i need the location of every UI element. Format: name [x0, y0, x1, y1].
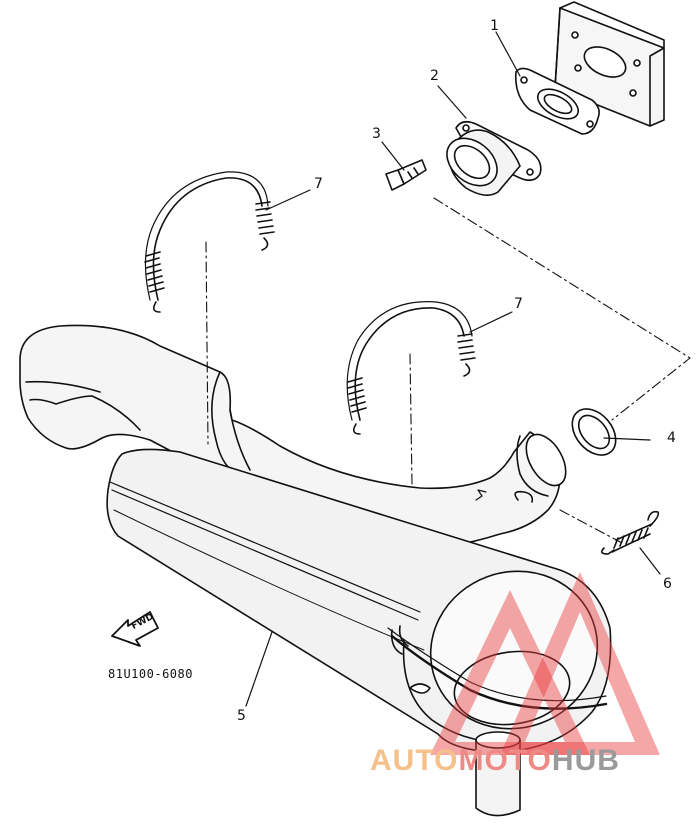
- exhaust-pipe: [19, 324, 567, 551]
- spring-7-upper: [144, 171, 275, 313]
- watermark-logo: [430, 572, 660, 755]
- seal-ring-4: [571, 408, 617, 456]
- watermark-text: AUTOMOTOHUB: [370, 744, 620, 778]
- alignment-lines: [205, 197, 691, 545]
- callout-1: 1: [490, 18, 499, 34]
- callout-6: 6: [663, 576, 672, 592]
- callout-4: 4: [667, 430, 676, 446]
- silencer-5: [106, 448, 612, 817]
- watermark-part3: HUB: [551, 744, 620, 777]
- callout-5: 5: [237, 708, 246, 724]
- watermark-part2: MOTO: [458, 744, 552, 777]
- spring-7-lower: [346, 301, 476, 435]
- fwd-arrow-icon: [111, 611, 159, 647]
- callout-3: 3: [372, 126, 381, 142]
- flange-joint-2: [446, 120, 542, 196]
- watermark-part1: AUTO: [370, 744, 459, 777]
- spring-6: [600, 510, 660, 555]
- gasket-1: [514, 67, 600, 135]
- callout-7-upper: 7: [314, 176, 323, 192]
- callout-7-lower: 7: [514, 296, 523, 312]
- part-code: 81U100-6080: [108, 667, 193, 681]
- bolt-3: [385, 159, 427, 191]
- leader-lines: [245, 31, 661, 707]
- callout-2: 2: [430, 68, 439, 84]
